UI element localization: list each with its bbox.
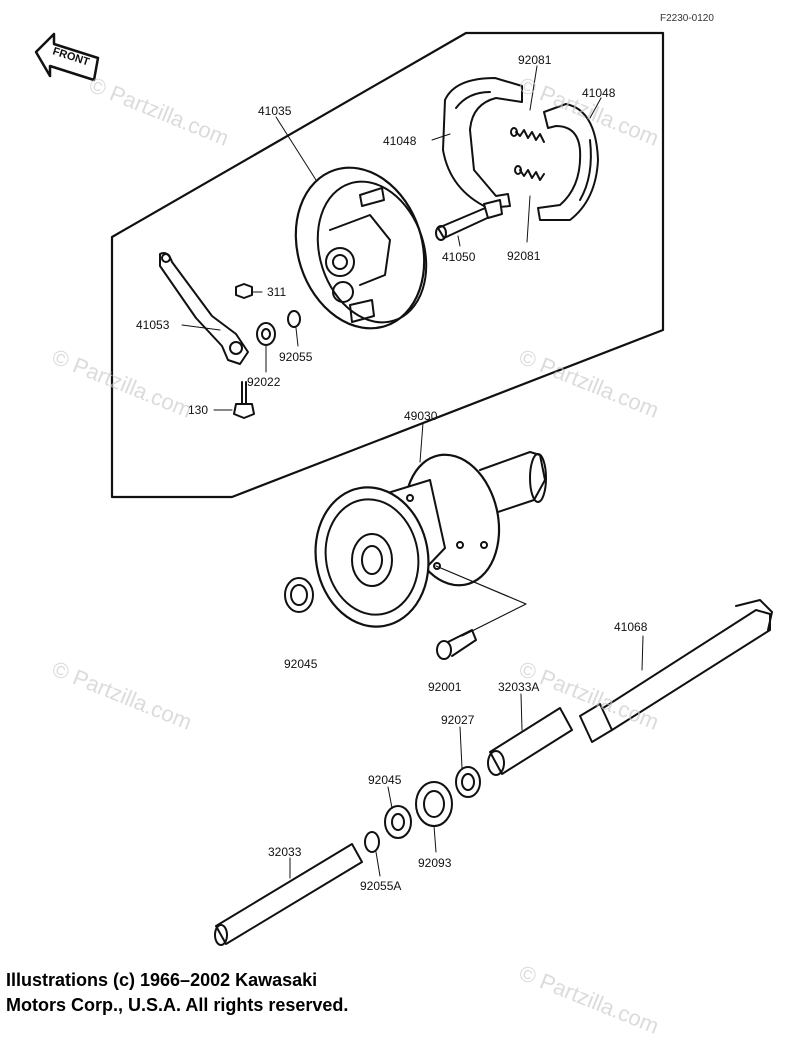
brake-lever (159, 252, 249, 365)
part-label-92027: 92027 (441, 713, 475, 727)
long-collar (214, 843, 363, 946)
spacer (455, 766, 481, 798)
part-label-92045-right: 92045 (368, 773, 402, 787)
copyright-line-2: Motors Corp., U.S.A. All rights reserved… (6, 995, 349, 1015)
spring-lower (514, 165, 545, 181)
nut (235, 283, 253, 299)
axle (579, 599, 773, 743)
copyright-line-1: Illustrations (c) 1966–2002 Kawasaki (6, 970, 318, 990)
o-ring (287, 310, 301, 328)
part-label-49030: 49030 (404, 409, 438, 423)
part-label-41068: 41068 (614, 620, 648, 634)
oil-seal-right (384, 805, 412, 839)
part-label-32033: 32033 (268, 845, 302, 859)
brake-shoe-right (537, 103, 599, 221)
cam-shaft (435, 199, 503, 241)
part-label-41035: 41035 (258, 104, 292, 118)
part-label-130: 130 (188, 403, 209, 417)
snap-ring (364, 831, 380, 853)
brake-shoe-left (442, 77, 523, 209)
part-label-41048-left: 41048 (383, 134, 417, 148)
washer (256, 322, 276, 346)
wheel-hub (314, 451, 547, 628)
part-label-92081-upper: 92081 (518, 53, 552, 67)
bolt (233, 381, 255, 419)
spring-upper (510, 127, 545, 143)
leader-line (435, 565, 527, 637)
part-label-311: 311 (267, 285, 287, 299)
part-label-41050: 41050 (442, 250, 476, 264)
part-label-92081-lower: 92081 (507, 249, 541, 263)
screw (436, 629, 477, 660)
part-label-32033A: 32033A (498, 680, 540, 694)
brake-panel (294, 166, 428, 330)
part-label-41053: 41053 (136, 318, 170, 332)
part-label-92022: 92022 (247, 375, 281, 389)
part-label-41048-right: 41048 (582, 86, 616, 100)
part-label-92055A: 92055A (360, 879, 402, 893)
part-label-92045-left: 92045 (284, 657, 318, 671)
figure-code: F2230-0120 (660, 13, 714, 24)
label-leaders (181, 65, 644, 879)
bearing (415, 781, 453, 827)
oil-seal-left (284, 577, 314, 613)
front-arrow-icon (34, 32, 100, 82)
part-label-92055: 92055 (279, 350, 313, 364)
copyright-notice: Illustrations (c) 1966–2002 Kawasaki Mot… (6, 968, 348, 1018)
collar (487, 707, 573, 776)
part-label-92001: 92001 (428, 680, 462, 694)
part-label-92093: 92093 (418, 856, 452, 870)
brake-group-outline (110, 31, 665, 499)
